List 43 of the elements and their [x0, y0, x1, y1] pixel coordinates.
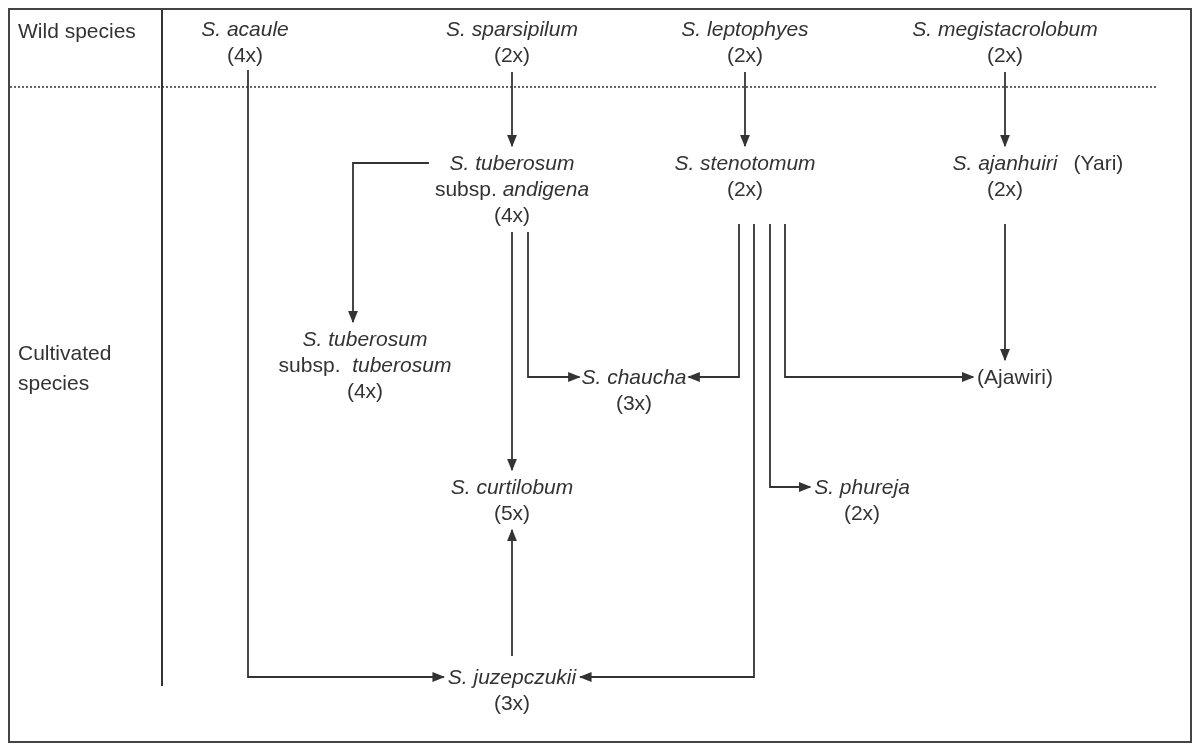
- ploidy-label: (4x): [225, 42, 265, 68]
- subspecies-name: subsp. andigena: [434, 176, 590, 202]
- alternate-name: (Yari): [1073, 150, 1124, 176]
- subspecies-name: subsp. tuberosum: [278, 352, 452, 378]
- arrow: [578, 223, 755, 683]
- ploidy-label: (4x): [492, 202, 532, 228]
- species-name: S. tuberosum: [301, 326, 429, 352]
- arrow: [247, 69, 446, 683]
- row-heading: Wild species: [18, 18, 137, 44]
- species-name: S. leptophyes: [681, 16, 809, 42]
- species-name: S. stenotomum: [674, 150, 816, 176]
- species-name: (Ajawiri): [977, 364, 1053, 390]
- ploidy-label: (2x): [985, 176, 1025, 202]
- arrow: [687, 223, 740, 383]
- ploidy-label: (2x): [492, 42, 532, 68]
- arrow: [347, 162, 430, 324]
- arrow: [506, 71, 518, 148]
- arrow: [999, 71, 1011, 148]
- ploidy-label: (3x): [614, 390, 654, 416]
- ploidy-label: (2x): [842, 500, 882, 526]
- species-name: S. chaucha: [581, 364, 687, 390]
- ploidy-label: (3x): [492, 690, 532, 716]
- ploidy-label: (2x): [725, 176, 765, 202]
- arrow: [739, 71, 751, 148]
- arrow: [784, 223, 975, 383]
- species-name: S. acaule: [201, 16, 289, 42]
- species-name: S. ajanhuiri: [952, 150, 1058, 176]
- species-name: S. phureja: [814, 474, 910, 500]
- row-heading: Cultivated species: [18, 340, 113, 396]
- ploidy-label: (2x): [725, 42, 765, 68]
- species-name: S. megistacrolobum: [912, 16, 1098, 42]
- species-name: S. juzepczukii: [447, 664, 577, 690]
- arrow: [506, 528, 518, 657]
- species-name: S. tuberosum: [448, 150, 576, 176]
- species-name: S. sparsipilum: [446, 16, 578, 42]
- ploidy-label: (4x): [345, 378, 385, 404]
- arrow: [999, 223, 1011, 362]
- ploidy-label: (2x): [985, 42, 1025, 68]
- arrow: [527, 231, 581, 383]
- species-name: S. curtilobum: [450, 474, 574, 500]
- ploidy-label: (5x): [492, 500, 532, 526]
- arrow: [769, 223, 812, 493]
- arrow: [506, 231, 518, 472]
